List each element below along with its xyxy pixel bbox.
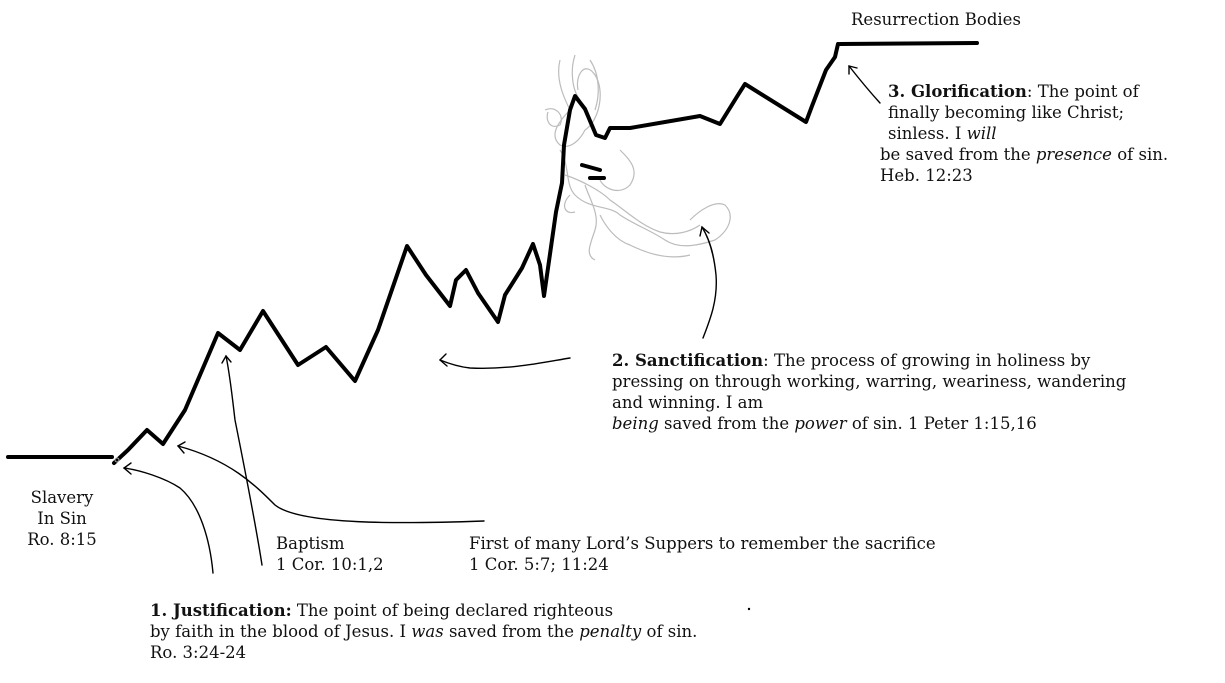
baptism-label: Baptism 1 Cor. 10:1,2 [276,534,384,574]
justification-heading: 1. Justification: [150,601,292,620]
glorification-heading: 3. Glorification [888,82,1027,101]
small-dot-marker [114,457,120,463]
stray-dot [747,607,751,611]
baptism-arrow [177,445,485,524]
glorification-arrowhead [848,65,858,75]
progress-line [6,41,979,465]
sanctification-up-arrow [701,226,718,339]
justification-arrow [123,467,214,574]
lords-supper-arrow [225,355,263,566]
glorification-plateau [838,41,979,46]
glorification-note: 3. Glorification: The point of finally b… [880,82,1169,185]
sanctification-up-arrowhead [699,225,710,237]
sanctification-arrow [439,357,571,370]
sanctification-note: 2. Sanctification: The process of growin… [612,351,1127,433]
justification-note: 1. Justification: The point of being dec… [150,601,698,662]
glorification-arrow [848,65,881,104]
justification-arrowhead [122,462,132,475]
sketch-scribble [544,54,731,261]
sanctification-heading: 2. Sanctification [612,351,764,370]
resurrection-bodies-label: Resurrection Bodies [851,10,1021,29]
slavery-label: Slavery In Sin Ro. 8:15 [27,488,97,549]
lords-supper-arrowhead [221,354,232,364]
arrows [122,65,881,574]
lords-supper-label: First of many Lord’s Suppers to remember… [469,534,936,574]
baptism-arrowhead [176,441,186,454]
sanctification-path [112,42,840,465]
sketch-marks [580,163,606,180]
sanctification-arrowhead [438,353,448,367]
